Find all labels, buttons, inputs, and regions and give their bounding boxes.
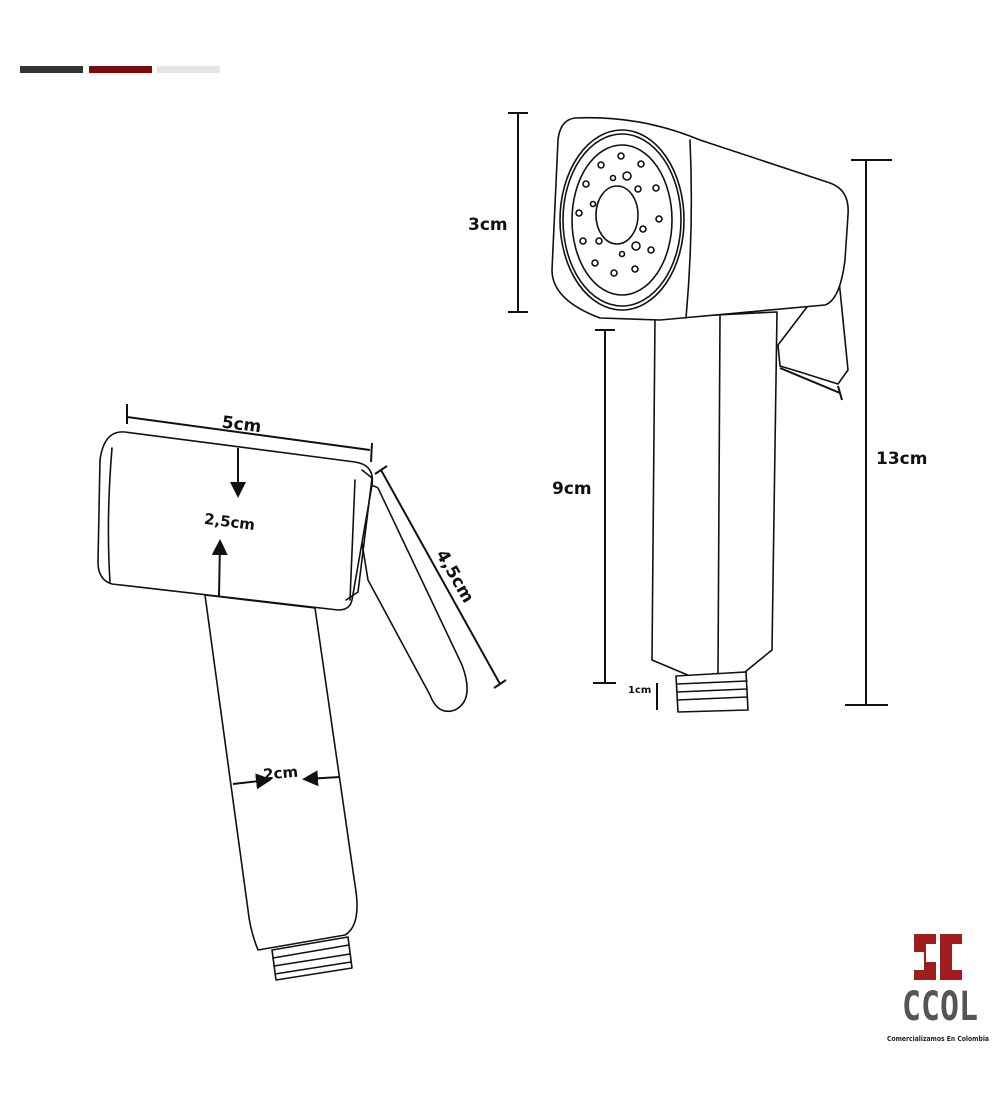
accent-bar-red	[89, 66, 152, 73]
nozzle-holes-icon	[575, 152, 663, 277]
ccol-logo: CCOL Comercializamos En Colombia	[887, 934, 989, 1043]
dim-line-total-length	[845, 159, 892, 706]
label-thread-length: 1cm	[628, 685, 651, 696]
dim-line-head-width	[126, 404, 373, 463]
logo-mark-icon	[940, 934, 962, 980]
dim-line-lever-length	[374, 465, 507, 689]
accent-bar-dark	[20, 66, 83, 73]
sprayer-side-view	[551, 116, 849, 713]
accent-bar-light	[157, 66, 220, 73]
label-handle-width: 2cm	[262, 763, 298, 784]
label-handle-length: 9cm	[552, 479, 592, 499]
dim-line-handle-length	[593, 329, 616, 684]
logo-mark-icon	[914, 934, 936, 980]
logo-tagline: Comercializamos En Colombia	[887, 1035, 989, 1043]
logo-name: CCOL	[902, 984, 978, 1030]
label-total-length: 13cm	[876, 449, 927, 469]
label-lever-length: 4,5cm	[431, 546, 477, 606]
arrow-left-icon	[302, 770, 341, 787]
arrow-up-icon	[211, 539, 228, 597]
label-head-width: 5cm	[221, 413, 263, 438]
dim-line-head-height	[508, 112, 528, 313]
sprayer-perspective-view	[97, 431, 468, 981]
dim-line-trigger	[779, 367, 843, 401]
label-head-height: 3cm	[468, 215, 508, 235]
arrow-right-icon	[232, 773, 272, 790]
